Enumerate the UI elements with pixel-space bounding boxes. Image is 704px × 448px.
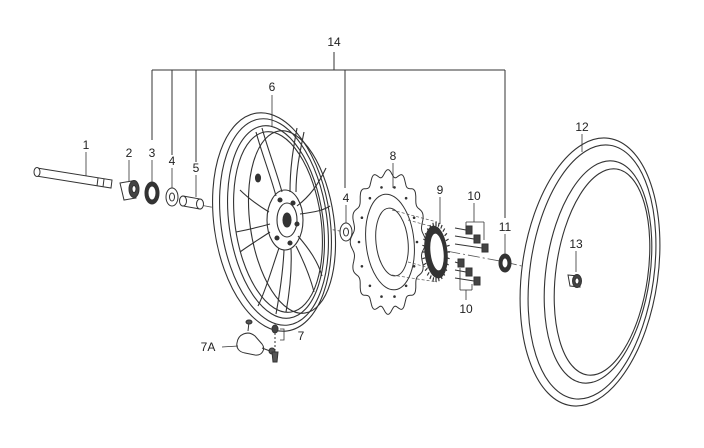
callout-3: 3 [149,146,156,160]
bearing-right-part [339,222,353,242]
ring-tooth [444,267,448,272]
disc-hole [415,240,419,244]
callout-bracket-14 [151,52,506,218]
ring-tooth [424,267,428,272]
valve-7a-part [236,319,276,356]
callout-12: 12 [575,120,589,134]
ring-tooth [446,257,450,260]
axle-part [33,167,113,189]
bolt [454,258,465,268]
callout-11: 11 [499,220,512,234]
disc-hole [404,284,408,288]
ring-tooth [422,244,426,247]
brake-disc-part [349,169,427,315]
disc-hole [368,284,372,288]
callout-10a: 10 [467,189,481,203]
collar-right-part [567,274,582,288]
sensor-ring-part [424,225,448,279]
callout-5: 5 [193,161,200,175]
callout-10b: 10 [459,302,473,316]
disc-hole [393,295,396,298]
disc-hole [380,186,383,189]
ring-tooth [423,262,427,266]
ring-tooth [445,262,449,266]
wheel-rim-part [212,112,337,332]
callout-14: 14 [327,35,341,49]
bolts-part [454,225,489,286]
bearing-part [165,187,179,207]
ring-tooth [437,277,440,282]
ring-tooth [432,222,435,227]
bolt [454,234,481,244]
disc-hole [360,265,364,268]
disc-hole [380,295,383,298]
ring-tooth [442,228,446,232]
callout-7a: 7A [201,340,216,354]
ring-tooth [440,275,443,280]
disc-hole [412,265,416,268]
ring-tooth [440,224,443,229]
ring-tooth [426,272,430,276]
callout-4a: 4 [169,154,176,168]
leader-7a [221,345,239,348]
disc-hole [368,196,372,200]
disc-hole [404,196,408,200]
callout-2: 2 [126,146,133,160]
oil-seal-right-part [498,253,512,273]
leader-10-top [465,203,485,240]
callout-4b: 4 [343,191,350,205]
sensor-ring-teeth [422,222,450,282]
ring-tooth [429,275,432,280]
ring-tooth [422,257,426,260]
ring-tooth [426,228,430,232]
ring-tooth [423,238,427,242]
oil-seal-part [144,181,160,205]
distance-collar-part [179,195,204,210]
ring-tooth [424,232,428,237]
callout-13: 13 [569,237,583,251]
disc-hole [357,240,361,244]
ring-tooth [442,272,446,276]
collar-part [119,180,140,201]
ring-tooth [437,222,440,227]
disc-hole [393,186,396,189]
bolt [454,243,489,253]
callout-8: 8 [390,149,397,163]
bolt [454,225,473,235]
valve-7-part [271,324,279,363]
ring-tooth [429,224,432,229]
callout-7: 7 [298,329,305,343]
bolt [454,267,473,277]
leader-7 [280,328,285,341]
leader-10-bottom [459,268,473,300]
callout-1: 1 [83,138,90,152]
ring-tooth [444,232,448,237]
ring-tooth [446,244,450,247]
ring-tooth [432,277,435,282]
callout-6: 6 [269,80,276,94]
disc-hole [360,216,364,219]
ring-tooth [445,238,449,242]
brake-disc-holes [357,186,419,298]
callout-9: 9 [437,183,444,197]
bolt [454,276,481,286]
disc-hole [412,216,416,219]
tire-part [519,137,661,407]
